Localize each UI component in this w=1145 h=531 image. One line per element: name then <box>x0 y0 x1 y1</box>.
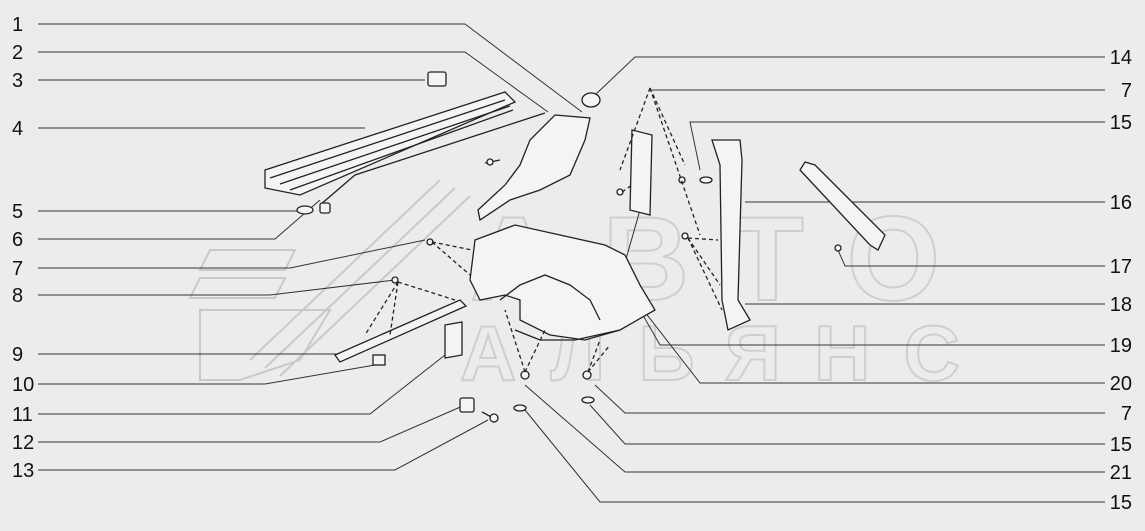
callout-right-20: 20 <box>1110 373 1132 395</box>
callout-left-9: 9 <box>12 344 23 366</box>
bracket-part-7 <box>629 129 653 216</box>
callout-right-15b: 15 <box>1110 434 1132 456</box>
screw-part-6 <box>484 158 501 166</box>
screw-part-13 <box>481 411 499 423</box>
callout-left-13: 13 <box>12 460 34 482</box>
callout-numbers: 1 2 3 4 5 6 7 8 9 10 11 12 13 14 7 15 16… <box>12 14 1132 514</box>
pillar-trim-part-1 <box>477 114 591 222</box>
watermark-logo <box>188 179 471 381</box>
pillar-part-18 <box>711 139 751 331</box>
leader-lines-left <box>38 23 583 471</box>
clip-part-11 <box>444 321 463 359</box>
callout-left-12: 12 <box>12 432 34 454</box>
callout-left-6: 6 <box>12 229 23 251</box>
callout-left-8: 8 <box>12 285 23 307</box>
callout-right-16: 16 <box>1110 192 1132 214</box>
callout-right-14: 14 <box>1110 47 1132 69</box>
strip-part-16 <box>799 161 886 251</box>
callout-right-19: 19 <box>1110 335 1132 357</box>
callout-right-21: 21 <box>1110 462 1132 484</box>
wheel-arch-trim <box>469 224 656 341</box>
callout-right-7b: 7 <box>1121 403 1132 425</box>
clip-part-3 <box>427 71 447 87</box>
nut-part-14 <box>581 92 601 108</box>
leader-lines-right <box>524 56 1105 503</box>
clip-part-12 <box>459 397 475 413</box>
callout-left-3: 3 <box>12 70 23 92</box>
callout-left-2: 2 <box>12 42 23 64</box>
callout-left-4: 4 <box>12 118 23 140</box>
callout-left-10: 10 <box>12 374 34 396</box>
washer-part-5 <box>296 202 331 215</box>
callout-left-5: 5 <box>12 201 23 223</box>
sill-strip-part-9 <box>334 299 468 366</box>
assembly-arrows <box>364 87 723 373</box>
callout-right-18: 18 <box>1110 294 1132 316</box>
screws <box>391 176 842 412</box>
parts <box>264 71 886 423</box>
callout-left-7: 7 <box>12 258 23 280</box>
callout-right-17: 17 <box>1110 256 1132 278</box>
callout-right-7a: 7 <box>1121 80 1132 102</box>
callout-right-15a: 15 <box>1110 112 1132 134</box>
seal-strip-part-4 <box>264 91 517 196</box>
callout-left-11: 11 <box>12 404 33 426</box>
callout-left-1: 1 <box>12 14 23 36</box>
callout-right-15c: 15 <box>1110 492 1132 514</box>
rod-part-2 <box>319 112 546 206</box>
